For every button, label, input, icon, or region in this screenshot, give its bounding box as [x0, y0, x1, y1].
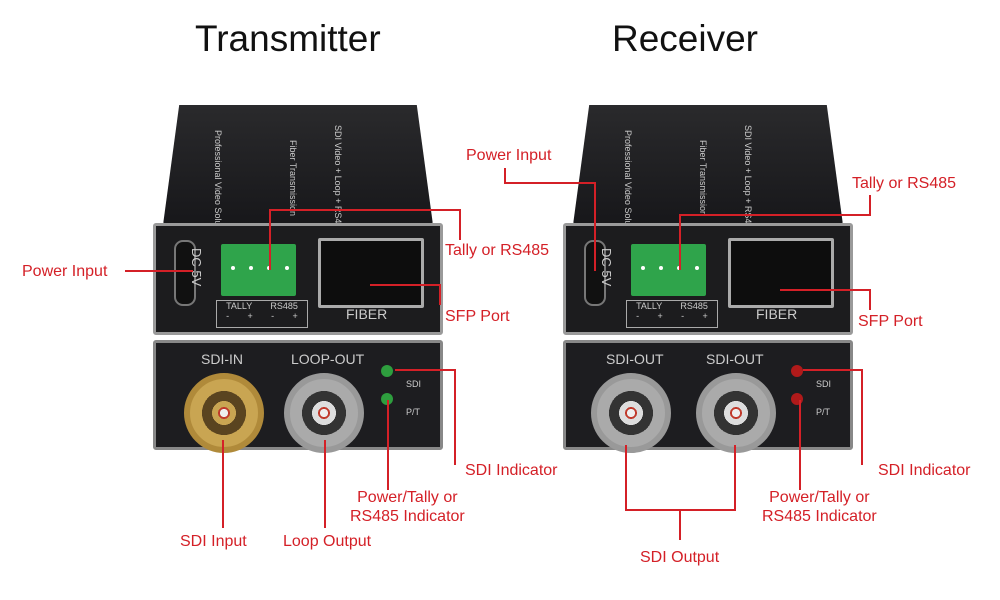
bnc-sdi-in — [184, 373, 264, 453]
minus: - — [271, 311, 275, 321]
sdi-led — [791, 365, 803, 377]
rs485-label: RS485 — [680, 301, 708, 311]
pt-line2: RS485 Indicator — [762, 508, 877, 525]
label-rx-pt-indicator: Power/Tally or RS485 Indicator — [762, 488, 877, 526]
transmitter-title: Transmitter — [195, 18, 381, 59]
terminal-block — [631, 244, 706, 296]
pt-led-label: P/T — [816, 407, 831, 417]
minus: - — [681, 311, 685, 321]
terminal-block — [221, 244, 296, 296]
sfp-port — [318, 238, 424, 308]
sdi-led-label: SDI — [816, 379, 832, 389]
label-tx-pt-indicator: Power/Tally or RS485 Indicator — [350, 488, 465, 526]
pt-line1: Power/Tally or — [769, 489, 870, 506]
pt-led — [381, 393, 393, 405]
tally-label: TALLY — [636, 301, 663, 311]
top-panel: Professional Video Solution Fiber Transm… — [163, 105, 433, 225]
label-tx-tally: Tally or RS485 — [445, 242, 550, 259]
receiver-device: Professional Video Solution Fiber Transm… — [563, 105, 853, 453]
port-label-sdi-out-1: SDI-OUT — [606, 351, 664, 367]
port-label-sdi-out-2: SDI-OUT — [706, 351, 764, 367]
label-rx-tally: Tally or RS485 — [852, 175, 957, 192]
pt-line2: RS485 Indicator — [350, 508, 465, 525]
label-rx-sdi-indicator: SDI Indicator — [878, 462, 971, 479]
pt-led-label: P/T — [406, 407, 421, 417]
rs485-label: RS485 — [270, 301, 298, 311]
label-rx-power-input: Power Input — [466, 147, 552, 164]
label-rx-sfp: SFP Port — [858, 313, 923, 330]
label-tx-loop-output: Loop Output — [283, 533, 372, 550]
receiver-title: Receiver — [612, 18, 758, 59]
plus: + — [657, 311, 663, 321]
label-tx-sdi-input: SDI Input — [180, 533, 247, 550]
bottom-panel: SDI-OUT SDI-OUT SDI P/T — [563, 340, 853, 453]
minus: - — [636, 311, 640, 321]
plus: + — [247, 311, 253, 321]
sfp-port — [728, 238, 834, 308]
bnc-sdi-out-1 — [591, 373, 671, 453]
label-rx-sdi-output: SDI Output — [640, 549, 720, 566]
port-label-loop-out: LOOP-OUT — [291, 351, 365, 367]
plus: + — [702, 311, 708, 321]
top-panel: Professional Video Solution Fiber Transm… — [573, 105, 843, 225]
label-tx-sfp: SFP Port — [445, 308, 510, 325]
sdi-led — [381, 365, 393, 377]
pt-line1: Power/Tally or — [357, 489, 458, 506]
plus: + — [292, 311, 298, 321]
bnc-sdi-out-2 — [696, 373, 776, 453]
sdi-led-label: SDI — [406, 379, 422, 389]
port-label-sdi-in: SDI-IN — [201, 351, 243, 367]
tally-label: TALLY — [226, 301, 253, 311]
minus: - — [226, 311, 230, 321]
label-tx-power-input: Power Input — [22, 263, 108, 280]
usb-c-power-port — [174, 240, 196, 306]
label-tx-sdi-indicator: SDI Indicator — [465, 462, 558, 479]
fiber-label: FIBER — [756, 306, 798, 322]
transmitter-device: Professional Video Solution Fiber Transm… — [153, 105, 443, 453]
bottom-panel: SDI-IN LOOP-OUT SDI P/T — [153, 340, 443, 453]
fiber-label: FIBER — [346, 306, 388, 322]
